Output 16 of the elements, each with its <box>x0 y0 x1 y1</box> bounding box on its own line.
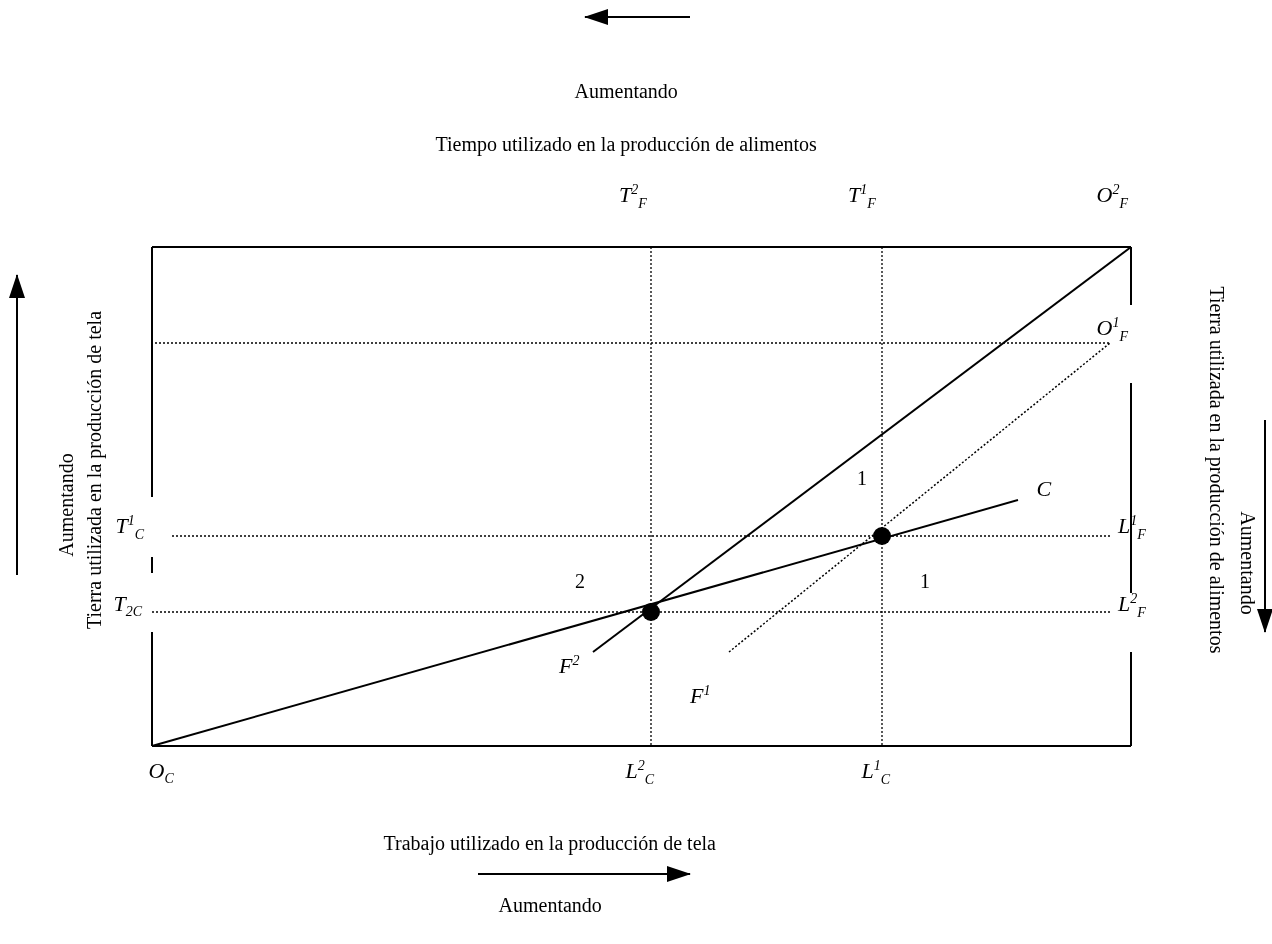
curve-label: C <box>1036 476 1052 503</box>
axis-caption: Aumentando <box>53 453 78 557</box>
region-number: 1 <box>920 569 930 593</box>
axis-caption: Aumentando <box>574 79 678 103</box>
curve-label: F$^{1}$ <box>690 682 711 710</box>
axis-caption: Aumentando <box>498 893 602 917</box>
region-number: 1 <box>857 466 867 490</box>
axis-title: Tierra utilizada en la producción de tela <box>82 311 106 629</box>
region-number: 2 <box>575 569 585 593</box>
axis-title: Tierra utilizada en la producción de alimentos <box>1204 286 1229 654</box>
curve-label: F$^{2}$ <box>559 652 580 680</box>
axis-symbol: T$_{2C}$ <box>113 591 143 622</box>
axis-title: Tiempo utilizado en la producción de alimentos <box>435 132 817 156</box>
axis-caption: Aumentando <box>1235 511 1260 615</box>
axis-title: Trabajo utilizado en la producción de tela <box>383 831 716 855</box>
axis-symbol: O$_{C}$ <box>148 758 174 789</box>
